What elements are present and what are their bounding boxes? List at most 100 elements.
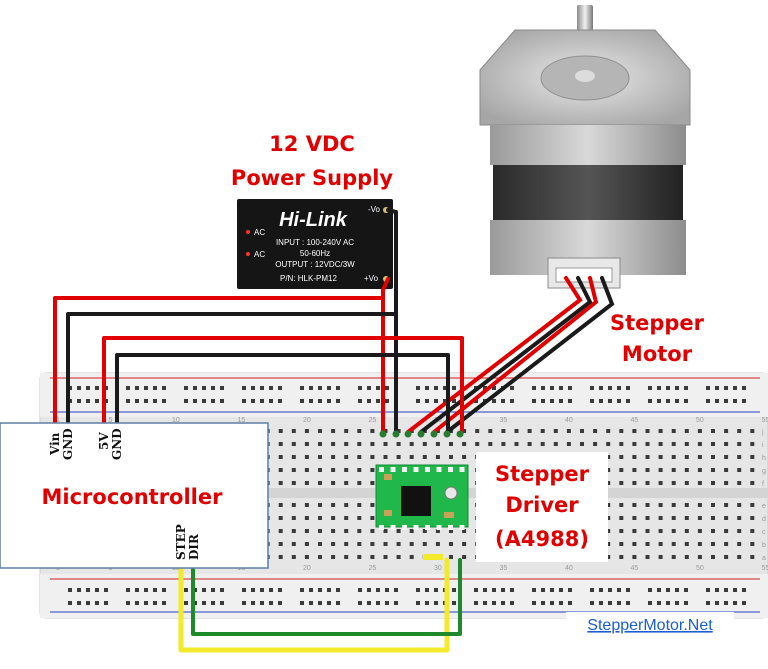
breadboard-hole — [211, 399, 215, 403]
motor-connector-socket — [555, 267, 613, 283]
breadboard-hole — [599, 601, 603, 605]
breadboard-hole — [327, 399, 331, 403]
column-number: 20 — [303, 565, 311, 572]
motor-wire-3 — [432, 276, 599, 434]
breadboard-hole — [462, 455, 467, 459]
breadboard-hole — [153, 601, 157, 605]
breadboard-hole — [550, 386, 554, 390]
driver-component-1 — [384, 474, 392, 480]
breadboard-hole — [162, 588, 166, 592]
breadboard-hole — [645, 503, 650, 507]
breadboard-hole — [344, 555, 349, 559]
breadboard-hole — [291, 468, 296, 472]
power-supply-body — [237, 199, 393, 289]
breadboard-hole — [737, 468, 742, 472]
breadboard-hole — [711, 455, 715, 459]
breadboard-hole — [750, 542, 755, 546]
row-letter: h — [762, 455, 766, 462]
column-number: 35 — [500, 417, 508, 424]
driver-component-3 — [444, 512, 454, 518]
breadboard-hole — [396, 529, 401, 533]
breadboard-hole — [269, 588, 273, 592]
row-letter: d — [762, 516, 766, 523]
breadboard-hole — [724, 429, 729, 433]
motor-body-middle — [493, 165, 683, 220]
breadboard-hole — [260, 588, 264, 592]
breadboard-hole — [590, 588, 594, 592]
breadboard-hole — [452, 588, 456, 592]
breadboard-hole — [606, 542, 611, 546]
motor-body-upper — [490, 125, 686, 165]
breadboard-hole — [632, 542, 637, 546]
breadboard-hole — [724, 481, 729, 485]
breadboard-hole — [344, 481, 349, 485]
breadboard-hole — [304, 429, 309, 433]
breadboard-hole — [144, 601, 148, 605]
breadboard-hole — [327, 588, 331, 592]
breadboard-hole — [278, 542, 283, 546]
breadboard-hole — [95, 588, 99, 592]
driver-pin — [448, 467, 453, 472]
breadboard-hole — [559, 386, 563, 390]
breadboard-hole — [737, 503, 742, 507]
breadboard-hole — [684, 386, 688, 390]
breadboard-hole — [550, 399, 554, 403]
breadboard-hole — [68, 588, 72, 592]
column-number: 30 — [434, 565, 442, 572]
breadboard-hole — [632, 429, 637, 433]
breadboard-hole — [684, 601, 688, 605]
breadboard-hole — [449, 442, 453, 446]
breadboard-hole — [724, 442, 729, 446]
breadboard-hole — [671, 455, 676, 459]
ac-pin-label-1: AC — [254, 228, 265, 237]
breadboard-hole — [697, 529, 702, 533]
breadboard-hole — [474, 588, 478, 592]
breadboard-hole — [435, 542, 440, 546]
breadboard-hole — [666, 588, 670, 592]
column-number: 55 — [762, 417, 768, 424]
power-supply-part-number: P/N: HLK-PM12 — [280, 274, 337, 283]
breadboard-hole — [658, 529, 663, 533]
breadboard-hole — [202, 386, 206, 390]
breadboard-hole — [540, 442, 545, 446]
mcu-gnd-wire — [66, 312, 398, 434]
breadboard-hole — [697, 481, 702, 485]
breadboard-hole — [435, 529, 440, 533]
breadboard-hole — [242, 601, 246, 605]
breadboard-hole — [344, 442, 349, 446]
breadboard-hole — [541, 386, 545, 390]
breadboard-hole — [162, 601, 166, 605]
breadboard-hole — [434, 601, 438, 605]
breadboard-hole — [135, 399, 139, 403]
breadboard-hole — [331, 542, 336, 546]
breadboard-hole — [501, 429, 506, 433]
breadboard-hole — [269, 386, 273, 390]
breadboard-hole — [684, 516, 689, 520]
breadboard-hole — [344, 529, 349, 533]
breadboard-hole — [733, 386, 737, 390]
breadboard-hole — [370, 516, 375, 520]
site-link[interactable]: StepperMotor.Net — [587, 617, 713, 634]
row-letter: j — [761, 429, 764, 436]
breadboard-hole — [77, 601, 81, 605]
breadboard-hole — [385, 386, 389, 390]
breadboard-hole — [184, 386, 188, 390]
breadboard-hole — [242, 399, 246, 403]
breadboard-hole — [737, 442, 742, 446]
breadboard-hole — [606, 503, 611, 507]
breadboard-hole — [697, 503, 702, 507]
breadboard-hole — [711, 503, 715, 507]
motor-shaft-base — [575, 70, 595, 82]
breadboard-hole — [135, 601, 139, 605]
breadboard-hole — [318, 555, 322, 559]
breadboard-hole — [619, 555, 624, 559]
breadboard-hole — [645, 429, 650, 433]
breadboard-hole — [304, 442, 309, 446]
breadboard-hole — [750, 481, 755, 485]
breadboard-hole — [684, 429, 689, 433]
breadboard-hole — [462, 529, 467, 533]
breadboard-hole — [126, 399, 130, 403]
column-number: 55 — [762, 565, 768, 572]
breadboard-hole — [510, 588, 514, 592]
breadboard-hole — [304, 503, 309, 507]
